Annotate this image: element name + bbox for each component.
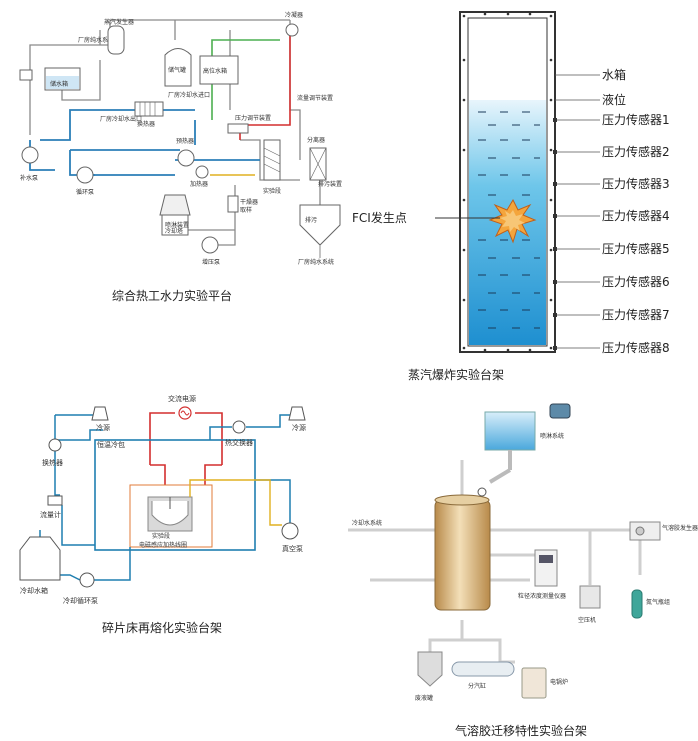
vacuum-pump-label: 真空泵: [282, 544, 303, 553]
flowmeter-label: 流量计: [40, 510, 61, 519]
label-sensor-6: 压力传感器6: [602, 274, 670, 289]
feed-pump-label: 补水泵: [20, 174, 38, 182]
plant-cool-in-label: 厂房冷却水进口: [168, 91, 210, 99]
boiler-label: 电锅炉: [550, 678, 568, 686]
dp-valve-label: 压力调节装置: [235, 114, 271, 122]
ac-power-label: 交流电源: [168, 394, 196, 403]
plant-cool-out-label: 厂房冷却水出口: [100, 115, 142, 123]
thermostat-label: 恒温冷包: [97, 440, 125, 449]
cooling-tower: [159, 194, 191, 216]
circ-pump-label: 循环泵: [76, 188, 94, 196]
instrument-label: 粒径浓度测量仪器: [518, 592, 566, 600]
spray-system-label: 喷淋系统: [540, 432, 564, 440]
feed-pump: [21, 146, 39, 164]
aerosol-generator: [629, 521, 661, 541]
nitrogen-label: 氮气瓶组: [646, 598, 670, 606]
label-water-tank: 水箱: [602, 67, 626, 82]
aerosol-diagram: 喷淋系统 冷却水系统 气溶胶发生器 粒径浓度测量仪器 空压机 氮气瓶组 废液罐 …: [348, 403, 698, 702]
flow-valve-label: 流量调节装置: [297, 94, 333, 102]
booster-pump: [201, 236, 219, 254]
heat-exchanger-label: 换热器: [137, 120, 155, 128]
cooling-tank: [19, 536, 61, 581]
pure-water-label-top: 厂房纯水系统: [78, 36, 114, 44]
thermostat-box: [94, 439, 256, 551]
test-section-label: 实验段: [152, 532, 170, 540]
pure-water-label-bottom: 厂房纯水系统: [298, 258, 334, 266]
heat-exchanger-1: [48, 438, 62, 452]
circ-pump: [76, 166, 94, 184]
thermal-hydraulic-diagram: 储水箱 厂房纯水系统 蒸汽发生器 储气罐 高位水箱 冷凝器 换热器 厂房冷却水进…: [19, 11, 342, 266]
preheater: [177, 149, 195, 167]
aerosol-gen-label: 气溶胶发生器: [662, 524, 698, 532]
label-sensor-4: 压力传感器4: [602, 208, 670, 223]
label-sensor-5: 压力传感器5: [602, 241, 670, 256]
heat-exchanger-1-label: 换热器: [42, 458, 63, 467]
cool-pump: [79, 572, 95, 588]
high-water-tank: [199, 55, 239, 85]
waste-tank: [417, 651, 443, 687]
boiler: [521, 667, 547, 699]
panel-steam-explosion: FCI发生点 水箱 液位 压力传感器1 压力传感器2 压力传感器3 压力传感器4…: [350, 0, 698, 390]
label-sensor-1: 压力传感器1: [602, 112, 670, 127]
preheater-label: 预热器: [176, 137, 194, 145]
cooling-water-label: 冷却水系统: [352, 519, 382, 527]
cold-source-2-label: 冷源: [292, 423, 306, 432]
waste-tank-label: 废液罐: [415, 694, 433, 702]
main-vessel: [434, 499, 491, 611]
panel-thermal-hydraulic: 储水箱 厂房纯水系统 蒸汽发生器 储气罐 高位水箱 冷凝器 换热器 厂房冷却水进…: [0, 0, 350, 303]
debris-bed-diagram: 交流电源 恒温冷包 实验段 电磁感应加热线圈: [19, 394, 306, 605]
gas-tank-label: 储气罐: [168, 66, 186, 74]
water-tank-label: 储水箱: [50, 80, 68, 88]
heat-exchanger-2-label: 热交换器: [225, 438, 253, 447]
caption-debris-bed: 碎片床再熔化实验台架: [102, 621, 223, 635]
steam-gen-label: 蒸汽发生器: [104, 18, 134, 26]
cool-tank-label: 冷却水箱: [20, 586, 48, 595]
heat-exchanger: [134, 101, 164, 117]
cold-source-1-label: 冷源: [96, 423, 110, 432]
caption-steam-explosion: 蒸汽爆炸实验台架: [408, 368, 505, 382]
heating-box: [129, 484, 213, 548]
label-sensor-2: 压力传感器2: [602, 144, 670, 159]
label-sensor-7: 压力传感器7: [602, 307, 670, 322]
caption-aerosol: 气溶胶迁移特性实验台架: [455, 724, 588, 738]
panel-aerosol: 喷淋系统 冷却水系统 气溶胶发生器 粒径浓度测量仪器 空压机 氮气瓶组 废液罐 …: [340, 390, 698, 741]
fci-label: FCI发生点: [352, 210, 407, 225]
heater-label: 加热器: [190, 180, 208, 188]
vacuum-pump: [281, 522, 299, 540]
condenser-label: 冷凝器: [285, 11, 303, 19]
cooling-tower-label: 冷却塔: [165, 227, 183, 235]
gas-tank: [164, 48, 192, 87]
cool-pump-label: 冷却循环泵: [63, 596, 98, 605]
heating-line-label: 电磁感应加热线圈: [139, 541, 187, 549]
booster-pump-label: 增压泵: [202, 258, 220, 266]
air-compressor-label: 空压机: [578, 616, 596, 624]
steam-explosion-diagram: FCI发生点 水箱 液位 压力传感器1 压力传感器2 压力传感器3 压力传感器4…: [352, 11, 670, 355]
spray-label: 喷淋装置: [165, 221, 189, 229]
air-compressor: [579, 585, 601, 609]
test-section-label: 实验段: [263, 187, 281, 195]
steam-drum-label: 分汽缸: [468, 682, 486, 690]
svg-text:排污: 排污: [305, 216, 317, 224]
heat-exchanger-2: [232, 420, 246, 434]
drain-label: 排污装置: [318, 180, 342, 188]
label-sensor-3: 压力传感器3: [602, 176, 670, 191]
label-sensor-8: 压力传感器8: [602, 340, 670, 355]
steam-generator: [107, 25, 125, 55]
sample-label: 取样: [240, 206, 252, 214]
caption-thermal-hydraulic: 综合热工水力实验平台: [112, 289, 233, 303]
flowmeter: [47, 495, 63, 506]
dryer-label: 干燥器: [240, 198, 258, 206]
high-tank-label: 高位水箱: [203, 67, 227, 75]
steam-drum: [451, 661, 515, 677]
condenser-top: [285, 23, 299, 37]
label-liquid-level: 液位: [602, 92, 626, 107]
spray-tank: [484, 411, 536, 451]
nitrogen-cylinder: [631, 589, 643, 619]
panel-debris-bed: 交流电源 恒温冷包 实验段 电磁感应加热线圈: [0, 385, 350, 645]
separator-label: 分离器: [307, 136, 325, 144]
